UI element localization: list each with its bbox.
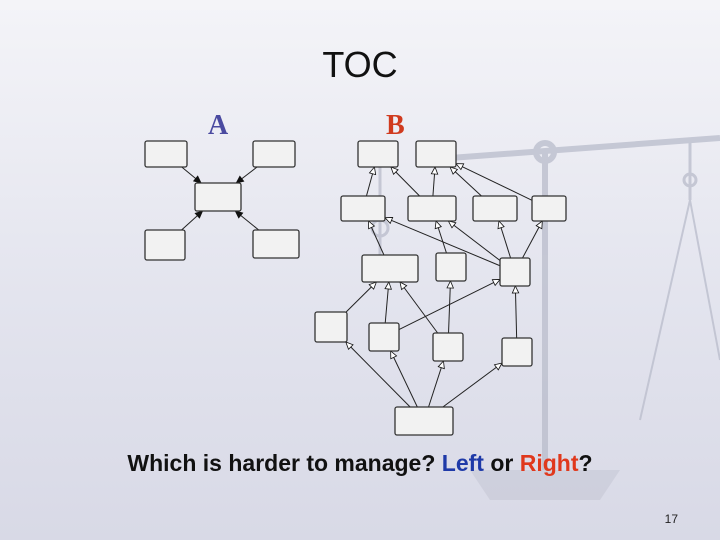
arrowhead [345, 341, 354, 350]
node-a1 [144, 140, 188, 168]
arrowhead [434, 220, 442, 230]
node-b15 [501, 337, 533, 367]
arrowhead [447, 220, 457, 229]
question-suffix: ? [578, 450, 593, 476]
node-b7 [472, 195, 518, 222]
node-a4 [252, 229, 300, 259]
edge-b16-b12 [345, 341, 411, 408]
node-b10 [435, 252, 467, 282]
nodes [314, 140, 567, 436]
arrowhead [493, 362, 503, 371]
edge-b16-b14 [428, 360, 444, 408]
arrowhead [446, 280, 455, 289]
question-text: Which is harder to manage? Left or Right… [0, 450, 720, 477]
arrowhead [455, 163, 465, 171]
arrowhead [399, 281, 408, 291]
edges [345, 163, 543, 408]
arrowhead [390, 350, 398, 360]
arrowhead [384, 281, 392, 290]
edge-b8-b2 [455, 163, 533, 201]
question-prefix: Which is harder to manage? [127, 450, 436, 476]
page-number: 17 [664, 512, 678, 526]
edge-b16-b15 [442, 362, 503, 408]
node-b14 [432, 332, 464, 362]
arrowhead [235, 175, 245, 184]
arrowhead [511, 285, 520, 294]
node-b16 [394, 406, 454, 436]
edge-b11-b6 [448, 220, 501, 261]
arrowhead [430, 166, 439, 175]
node-b8 [531, 195, 567, 222]
edge-b14-b10 [448, 280, 451, 334]
node-b11 [499, 257, 531, 287]
question-left-word: Left [441, 450, 484, 476]
arrowhead [368, 220, 376, 230]
arrowhead [368, 281, 378, 290]
edge-b14-b9 [399, 281, 439, 334]
node-center [194, 182, 242, 212]
node-b1 [357, 140, 399, 168]
node-a2 [252, 140, 296, 168]
arrowhead [497, 220, 505, 230]
arrowhead [437, 360, 445, 370]
arrowhead [234, 210, 244, 219]
node-b13 [368, 322, 400, 352]
arrowhead [390, 166, 399, 175]
arrowhead [192, 175, 202, 184]
arrowhead [368, 166, 377, 176]
node-b2 [415, 140, 457, 168]
arrowhead [384, 217, 394, 225]
nodes [144, 140, 300, 261]
edge-b16-b13 [390, 350, 418, 408]
node-b12 [314, 311, 348, 343]
node-b6 [407, 195, 457, 222]
diagram-b-label: B [386, 110, 405, 141]
node-b5 [340, 195, 386, 222]
arrowhead [535, 220, 543, 230]
question-or: or [490, 450, 514, 476]
slide-title: TOC [322, 44, 398, 85]
node-a3 [144, 229, 186, 261]
edge-b11-b5 [384, 217, 501, 267]
arrowhead [194, 210, 204, 219]
node-b9 [361, 254, 419, 283]
arrowhead [491, 279, 501, 287]
edges [181, 166, 260, 231]
question-right-word: Right [519, 450, 579, 476]
edge-b15-b11 [514, 285, 518, 339]
arrowhead [449, 166, 459, 175]
diagram-a-label: A [208, 110, 229, 141]
